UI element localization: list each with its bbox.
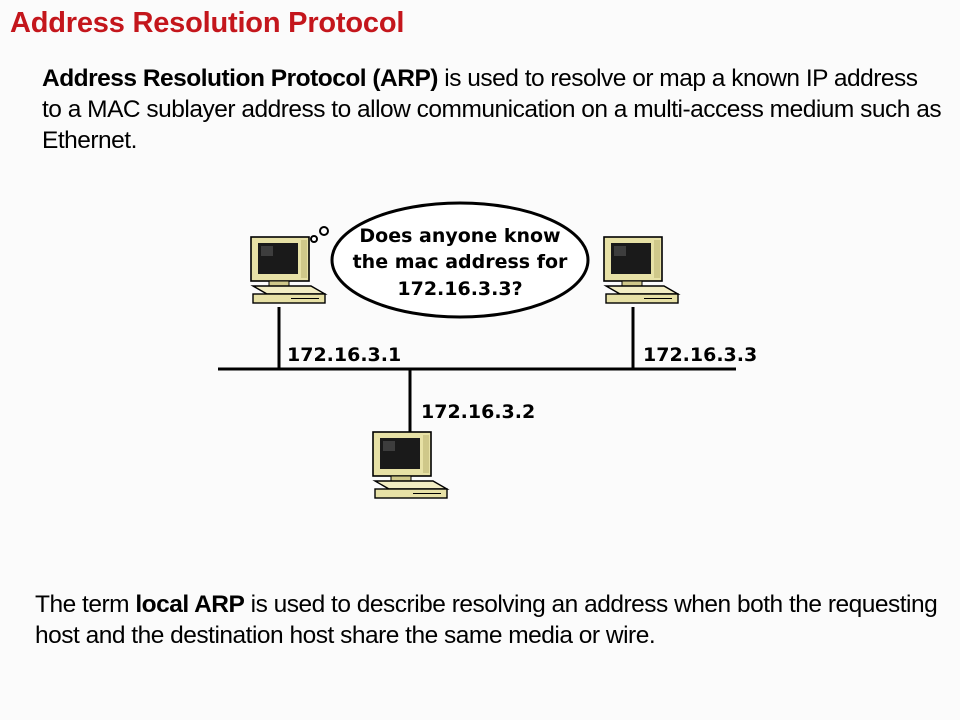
bubble-line-1: Does anyone know: [359, 225, 560, 247]
host-1-computer-icon: [250, 236, 326, 304]
local-arp-paragraph: The term local ARP is used to describe r…: [35, 589, 950, 651]
host-1-ip-label: 172.16.3.1: [287, 344, 401, 366]
host-2-ip-label: 172.16.3.2: [421, 401, 535, 423]
bubble-line-2: the mac address for: [353, 251, 568, 273]
bubble-line-3: 172.16.3.3?: [397, 278, 522, 300]
outro-text: is used to describe resolving an address…: [35, 591, 938, 649]
page-title: Address Resolution Protocol: [10, 7, 405, 39]
host-2-computer-icon: [372, 431, 448, 499]
outro-pre: The term: [35, 591, 136, 618]
intro-text: is used to resolve or map a known IP add…: [42, 65, 942, 154]
host-3-ip-label: 172.16.3.3: [643, 344, 757, 366]
intro-bold-term: Address Resolution Protocol (ARP): [42, 65, 438, 92]
host-3-computer-icon: [603, 236, 679, 304]
local-arp-term: local ARP: [135, 591, 245, 618]
intro-paragraph: Address Resolution Protocol (ARP) is use…: [42, 63, 942, 156]
thought-bubble: Does anyone know the mac address for 172…: [310, 201, 590, 319]
